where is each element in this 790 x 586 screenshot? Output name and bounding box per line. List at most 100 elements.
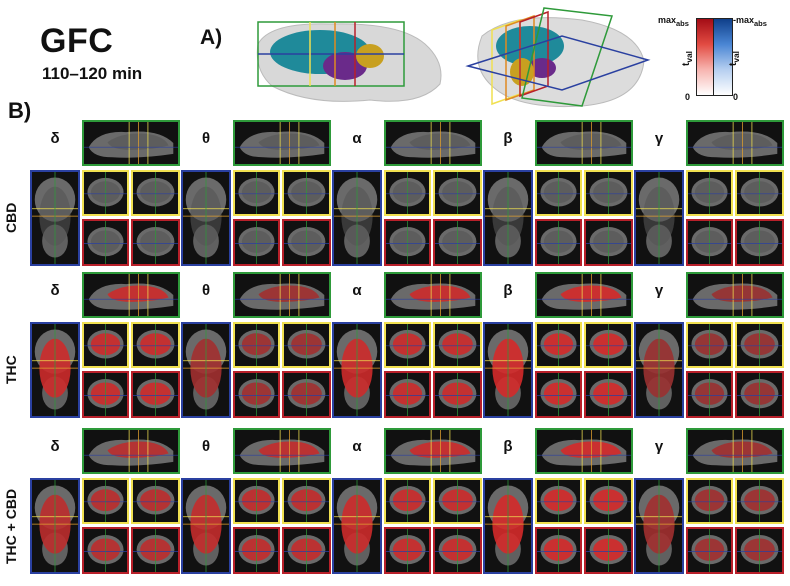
coronal-slice-front-left: [233, 478, 280, 524]
condition-label-0: CBD: [3, 202, 19, 234]
axial-slice: [332, 322, 382, 418]
sagittal-slice: [233, 272, 331, 318]
coronal-slice-back-right: [735, 371, 784, 418]
band-label-2-1: θ: [201, 438, 211, 455]
axial-slice: [634, 478, 684, 574]
sagittal-slice: [535, 272, 633, 318]
coronal-slice-front-right: [282, 322, 331, 368]
coronal-slice-back-right: [735, 527, 784, 574]
colorbar-pos-zero-label: 0: [685, 92, 691, 102]
coronal-slice-back-left: [686, 219, 733, 266]
condition-label-1: THC: [3, 355, 19, 385]
axial-slice: [483, 170, 533, 266]
coronal-slice-back-right: [131, 371, 180, 418]
coronal-slice-back-right: [433, 219, 482, 266]
coronal-slice-front-right: [131, 322, 180, 368]
sagittal-slice: [535, 428, 633, 474]
coronal-slice-back-right: [735, 219, 784, 266]
sagittal-slice: [535, 120, 633, 166]
coronal-slice-front-left: [686, 322, 733, 368]
coronal-slice-back-left: [384, 371, 431, 418]
band-label-1-2: α: [352, 282, 362, 299]
axial-slice: [30, 322, 80, 418]
axial-slice: [30, 170, 80, 266]
coronal-slice-front-left: [233, 170, 280, 216]
sagittal-slice: [82, 120, 180, 166]
coronal-slice-back-left: [233, 527, 280, 574]
band-label-0-4: γ: [654, 130, 664, 147]
coronal-slice-front-left: [384, 170, 431, 216]
coronal-slice-back-right: [433, 527, 482, 574]
coronal-slice-front-right: [735, 478, 784, 524]
band-label-1-1: θ: [201, 282, 211, 299]
axial-slice: [181, 322, 231, 418]
coronal-slice-front-left: [82, 170, 129, 216]
coronal-slice-front-right: [433, 322, 482, 368]
coronal-slice-back-left: [384, 219, 431, 266]
colorbar-neg-max-label: -maxabs: [733, 15, 767, 28]
coronal-slice-back-left: [535, 371, 582, 418]
coronal-slice-front-right: [584, 170, 633, 216]
sagittal-slice: [233, 428, 331, 474]
coronal-slice-back-right: [584, 527, 633, 574]
coronal-slice-front-right: [735, 170, 784, 216]
axial-slice: [332, 478, 382, 574]
condition-label-2: THC + CBD: [3, 488, 19, 564]
axial-slice: [181, 478, 231, 574]
coronal-slice-front-left: [535, 170, 582, 216]
band-label-2-4: γ: [654, 438, 664, 455]
colorbar-pos-axis-label: tval: [680, 51, 694, 66]
band-label-2-3: β: [503, 438, 513, 455]
coronal-slice-front-right: [282, 170, 331, 216]
coronal-slice-front-right: [735, 322, 784, 368]
coronal-slice-back-right: [584, 219, 633, 266]
sagittal-slice: [82, 272, 180, 318]
coronal-slice-back-left: [686, 527, 733, 574]
band-label-1-0: δ: [50, 282, 60, 299]
sagittal-slice: [686, 428, 784, 474]
axial-slice: [30, 478, 80, 574]
coronal-slice-front-right: [282, 478, 331, 524]
sagittal-slice: [384, 120, 482, 166]
sagittal-slice: [384, 428, 482, 474]
coronal-slice-back-left: [233, 219, 280, 266]
sagittal-slice: [686, 272, 784, 318]
band-label-1-3: β: [503, 282, 513, 299]
coronal-slice-front-left: [82, 478, 129, 524]
coronal-slice-front-right: [131, 478, 180, 524]
coronal-slice-back-right: [433, 371, 482, 418]
band-label-2-2: α: [352, 438, 362, 455]
coronal-slice-back-left: [535, 219, 582, 266]
sagittal-slice: [686, 120, 784, 166]
coronal-slice-back-left: [82, 371, 129, 418]
axial-slice: [483, 322, 533, 418]
coronal-slice-front-left: [233, 322, 280, 368]
coronal-slice-front-left: [686, 170, 733, 216]
coronal-slice-back-left: [535, 527, 582, 574]
coronal-slice-front-right: [433, 478, 482, 524]
coronal-slice-back-right: [282, 527, 331, 574]
coronal-slice-front-left: [686, 478, 733, 524]
coronal-slice-back-right: [131, 219, 180, 266]
coronal-slice-front-right: [584, 478, 633, 524]
panel-b-label: B): [8, 98, 32, 123]
axial-slice: [332, 170, 382, 266]
coronal-slice-back-right: [282, 371, 331, 418]
axial-slice: [634, 170, 684, 266]
sagittal-slice: [82, 428, 180, 474]
band-label-0-3: β: [503, 130, 513, 147]
coronal-slice-back-right: [282, 219, 331, 266]
panel-a-label: A): [200, 26, 223, 49]
coronal-slice-back-right: [584, 371, 633, 418]
band-label-0-0: δ: [50, 130, 60, 147]
figure-subtitle: 110–120 min: [42, 64, 143, 83]
coronal-slice-front-right: [433, 170, 482, 216]
coronal-slice-front-left: [535, 478, 582, 524]
coronal-slice-front-left: [82, 322, 129, 368]
band-label-0-1: θ: [201, 130, 211, 147]
brain-3d-oblique-view: [465, 7, 651, 108]
colorbar-pos-max-label: maxabs: [658, 15, 689, 28]
negative-colorbar: [713, 18, 733, 96]
band-label-2-0: δ: [50, 438, 60, 455]
band-label-1-4: γ: [654, 282, 664, 299]
